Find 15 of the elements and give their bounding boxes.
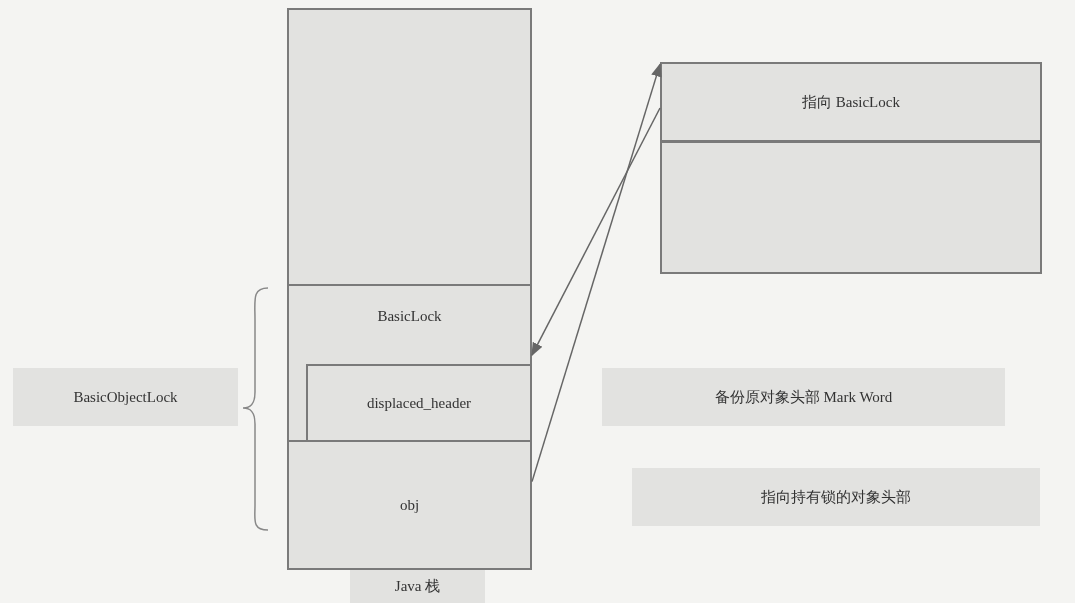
stack-frame-box — [287, 8, 532, 570]
arrow — [531, 107, 661, 357]
arrow — [531, 63, 662, 483]
memory-slot — [287, 284, 532, 442]
slot-label: BasicLock — [377, 308, 442, 325]
slot-label: 备份原对象头部 Mark Word — [714, 387, 893, 407]
object-header-box — [660, 62, 1042, 274]
slot-label: Java 栈 — [394, 577, 441, 596]
slot-label: 指向 BasicLock — [802, 92, 900, 112]
memory-slot — [306, 364, 532, 442]
slot-label: displaced_header — [366, 394, 472, 412]
slot-label: BasicObjectLock — [73, 388, 178, 406]
slot-label: 指向持有锁的对象头部 — [761, 487, 911, 507]
label-box — [350, 570, 485, 603]
slot-label: obj — [399, 496, 420, 514]
